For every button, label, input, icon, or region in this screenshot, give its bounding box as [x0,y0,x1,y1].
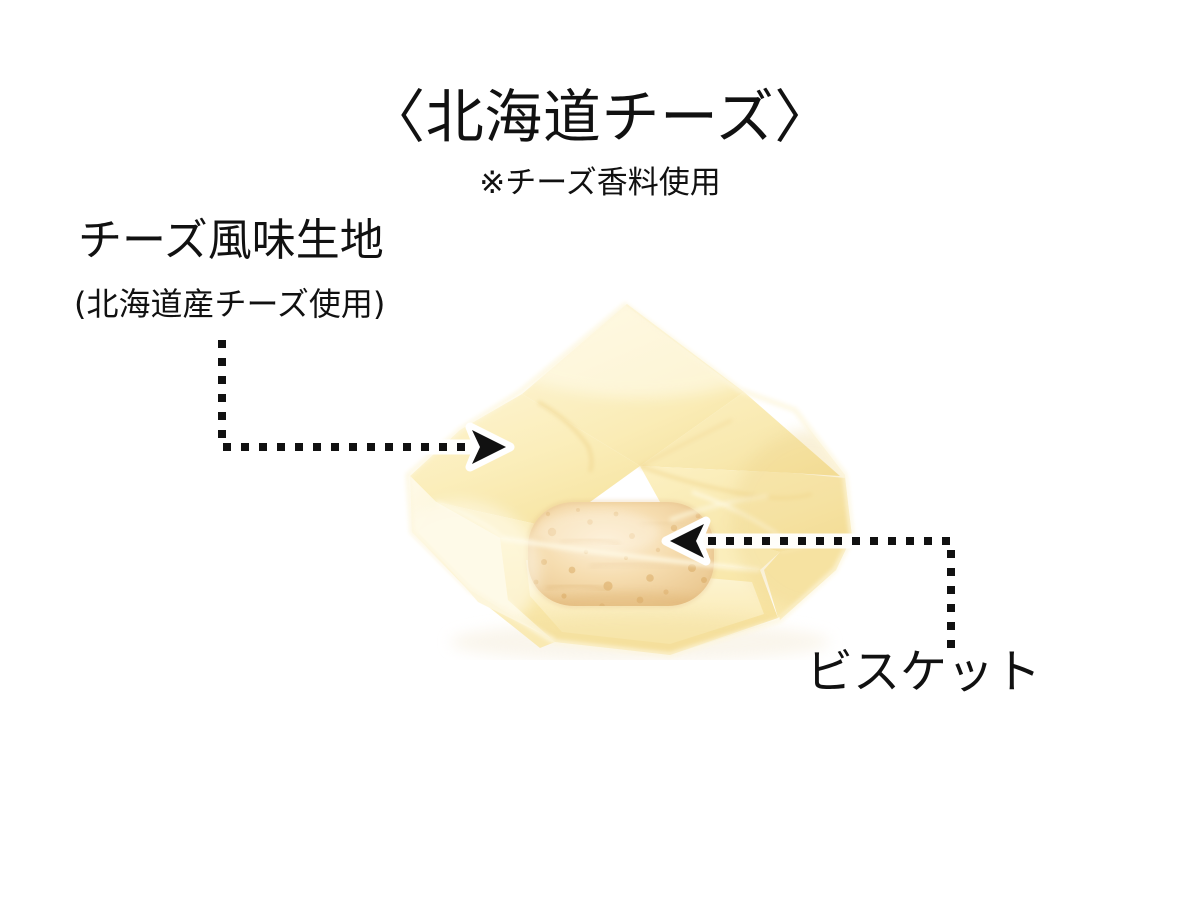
page-title: 〈北海道チーズ〉 [367,83,833,151]
page-subtitle: ※チーズ香料使用 [479,165,721,201]
annotation-label-cheese-dough: チーズ風味生地 [78,215,384,266]
product-body [405,301,855,658]
annotation-label-biscuit: ビスケット [806,645,1041,700]
annotation-sublabel-cheese-dough: (北海道産チーズ使用) [74,285,386,323]
product-illustration [340,270,920,660]
